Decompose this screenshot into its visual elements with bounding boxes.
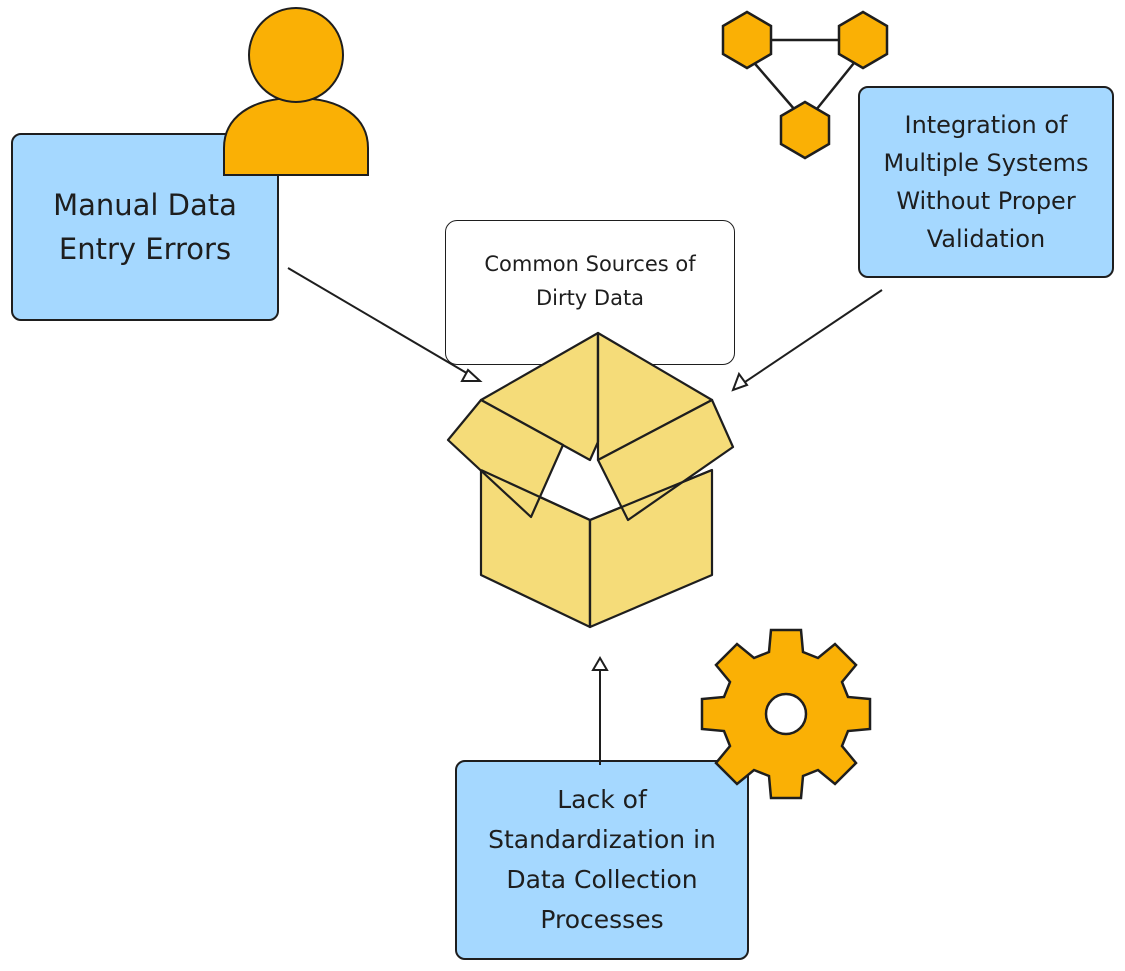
- node-label-standardization: Lack of Standardization in Data Collecti…: [488, 785, 716, 934]
- open-box-icon: [446, 331, 735, 629]
- node-manual-data-entry-errors: Manual Data Entry Errors: [11, 133, 279, 321]
- diagram-title: Common Sources of Dirty Data: [484, 252, 696, 310]
- edge-standardization-to-center: [591, 656, 609, 765]
- diagram-title-box: Common Sources of Dirty Data: [445, 220, 735, 365]
- node-label-integration: Integration of Multiple Systems Without …: [883, 111, 1089, 253]
- node-lack-of-standardization: Lack of Standardization in Data Collecti…: [455, 760, 749, 960]
- edge-integration-to-center: [731, 289, 883, 392]
- node-integration-multiple-systems: Integration of Multiple Systems Without …: [858, 86, 1114, 278]
- node-label-manual: Manual Data Entry Errors: [53, 188, 237, 266]
